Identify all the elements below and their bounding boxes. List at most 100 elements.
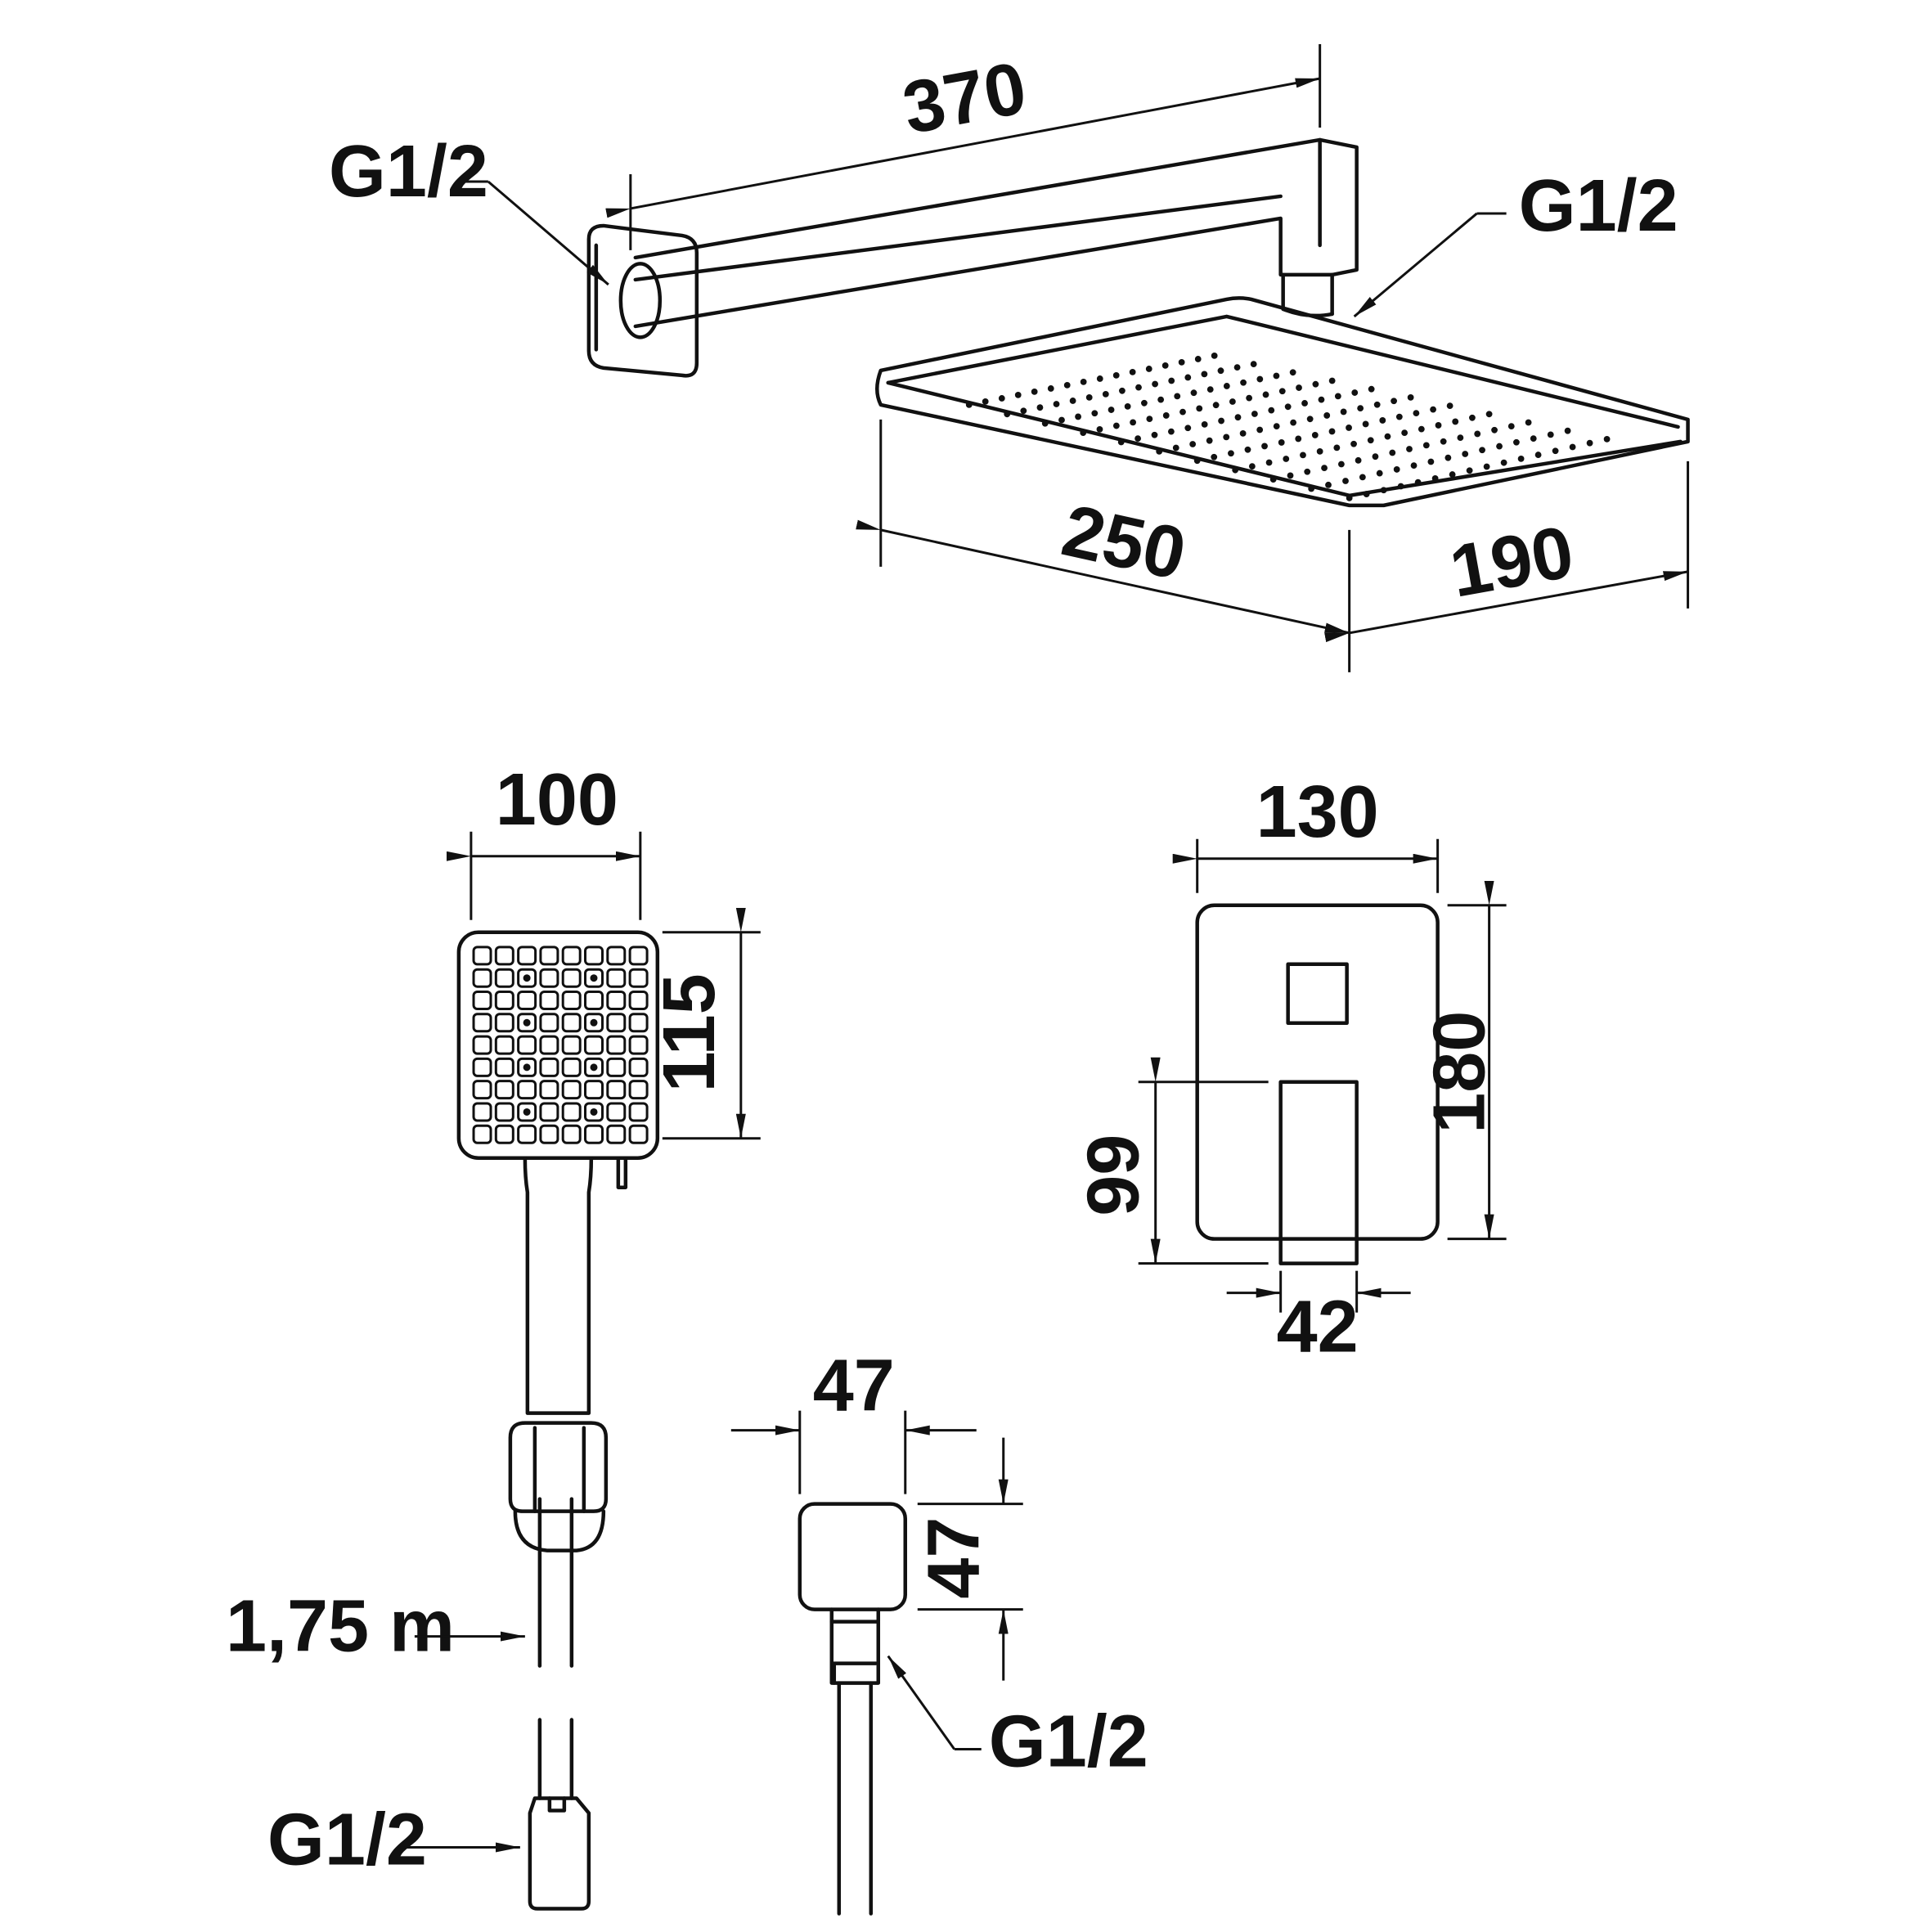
- nozzle-dot: [1410, 462, 1418, 470]
- nozzle-dot: [1342, 478, 1349, 484]
- nozzle-dot: [1338, 461, 1345, 468]
- hand-height-label: 115: [649, 973, 730, 1092]
- nozzle-cell: [606, 1080, 627, 1100]
- nozzle-dot: [1256, 426, 1264, 434]
- nozzle-cell: [517, 990, 537, 1010]
- nozzle-cell: [628, 1102, 649, 1122]
- nozzle-dot: [1278, 439, 1285, 446]
- nozzle-dot: [1318, 396, 1325, 403]
- nozzle-dot: [1328, 428, 1336, 435]
- nozzle-dot: [1184, 425, 1192, 432]
- nozzle-dot: [1569, 443, 1576, 451]
- nozzle-dot: [1351, 389, 1359, 396]
- nozzle-cell: [517, 1080, 537, 1100]
- nozzle-dot: [1069, 398, 1076, 404]
- nozzle-dot: [1129, 368, 1136, 375]
- nozzle-cell: [517, 1035, 537, 1055]
- nozzle-dot: [1248, 463, 1256, 470]
- nozzle-cell: [583, 968, 604, 988]
- nozzle-cell: [494, 1080, 514, 1100]
- nozzle-dot: [965, 401, 973, 408]
- nozzle-cell: [628, 1035, 649, 1055]
- nozzle-dot: [1085, 393, 1093, 401]
- nozzle-cell: [517, 1124, 537, 1144]
- nozzle-dot: [1289, 369, 1296, 376]
- nozzle-cell: [517, 1057, 537, 1077]
- nozzle-dot: [1223, 434, 1230, 441]
- callout-hose-thread: G1/2: [267, 1799, 520, 1881]
- nozzle-dot: [1401, 429, 1409, 436]
- nozzle-dot: [1283, 456, 1290, 462]
- nozzle-cell: [494, 946, 514, 966]
- nozzle-dot: [1340, 408, 1347, 416]
- nozzle-dots: [965, 353, 1611, 501]
- nozzle-dot: [1368, 385, 1375, 393]
- nozzle-dot: [1178, 358, 1185, 366]
- nozzle-dot: [1462, 451, 1469, 457]
- nozzle-dot: [1300, 452, 1306, 459]
- nozzle-dot: [1194, 356, 1202, 362]
- nozzle-dot: [1251, 411, 1258, 417]
- nozzle-dot: [1096, 425, 1103, 433]
- nozzle-dot: [1430, 406, 1436, 413]
- nozzle-dot: [1190, 389, 1197, 397]
- nozzle-cell: [628, 990, 649, 1010]
- nozzle-dot: [1373, 401, 1381, 408]
- nozzle-cell: [472, 990, 492, 1010]
- nozzle-dot: [1496, 443, 1503, 450]
- nozzle-dot: [1500, 459, 1507, 466]
- nozzle-dot: [1452, 418, 1459, 425]
- nozzle-dot: [1534, 452, 1542, 458]
- nozzle-dot: [1256, 375, 1264, 383]
- nozzle-dot: [1491, 426, 1498, 434]
- nozzle-dot: [1564, 427, 1571, 434]
- nozzle-dot: [1308, 485, 1315, 492]
- nozzle-dot: [1201, 420, 1208, 428]
- nozzle-dot: [1316, 447, 1323, 455]
- nozzle-cell: [472, 1080, 492, 1100]
- nozzle-dot: [1346, 425, 1352, 431]
- nozzle-dot: [1134, 435, 1142, 443]
- hand-width-label: 100: [496, 759, 618, 841]
- nozzle-cell: [561, 968, 582, 988]
- nozzle-dot: [1217, 367, 1224, 375]
- nozzle-dot: [1363, 491, 1370, 497]
- nozzle-cell: [583, 990, 604, 1010]
- nozzle-cell: [494, 968, 514, 988]
- nozzle-dot: [1112, 422, 1120, 429]
- nozzle-dot: [1157, 396, 1165, 403]
- nozzle-cell: [561, 1124, 582, 1144]
- nozzle-dot: [1141, 399, 1148, 407]
- nozzle-cell: [539, 1080, 559, 1100]
- nozzle-dot: [1525, 419, 1532, 426]
- nozzle-dot: [1323, 412, 1331, 419]
- hand-shower-nozzle-grid: [472, 946, 649, 1144]
- arm-length-label: 370: [896, 47, 1032, 151]
- nozzle-dot: [1145, 366, 1152, 372]
- nozzle-dot: [1312, 380, 1319, 388]
- nozzle-dot: [1547, 431, 1554, 438]
- nozzle-dot: [1096, 375, 1103, 382]
- nozzle-dot: [1513, 438, 1520, 446]
- dim-lever-height: 99: [1073, 1057, 1269, 1265]
- nozzle-cell: [539, 1013, 559, 1033]
- nozzle-dot: [1357, 405, 1364, 411]
- nozzle-dot: [1530, 435, 1537, 443]
- nozzle-dot: [1346, 494, 1353, 501]
- nozzle-cell: [517, 968, 537, 988]
- nozzle-cell: [628, 1080, 649, 1100]
- nozzle-cell: [628, 968, 649, 988]
- nozzle-dot: [1162, 412, 1170, 419]
- nozzle-cell: [561, 1013, 582, 1033]
- nozzle-cell: [494, 1013, 514, 1033]
- hose-length-label: 1,75 m: [226, 1586, 455, 1668]
- nozzle-cell: [583, 1035, 604, 1055]
- nozzle-dot: [1211, 353, 1218, 359]
- nozzle-dot: [1301, 400, 1308, 407]
- nozzle-cell: [472, 1124, 492, 1144]
- nozzle-cell: [517, 946, 537, 966]
- lever-height-label: 99: [1073, 1134, 1155, 1216]
- nozzle-cell: [472, 1013, 492, 1033]
- nozzle-dot: [1406, 446, 1413, 452]
- nozzle-dot: [1507, 423, 1515, 430]
